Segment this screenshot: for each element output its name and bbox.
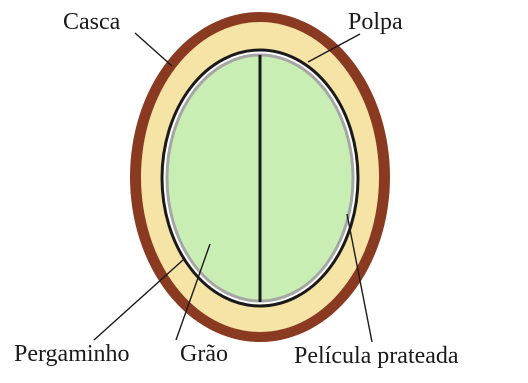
label-casca: Casca xyxy=(63,10,120,34)
label-polpa: Polpa xyxy=(348,10,403,34)
label-grao: Grão xyxy=(180,342,228,366)
label-pergaminho: Pergaminho xyxy=(14,342,130,366)
pointer-casca xyxy=(135,33,172,66)
pointer-pergaminho xyxy=(94,260,183,340)
label-pelicula-prateada: Película prateada xyxy=(294,344,459,368)
